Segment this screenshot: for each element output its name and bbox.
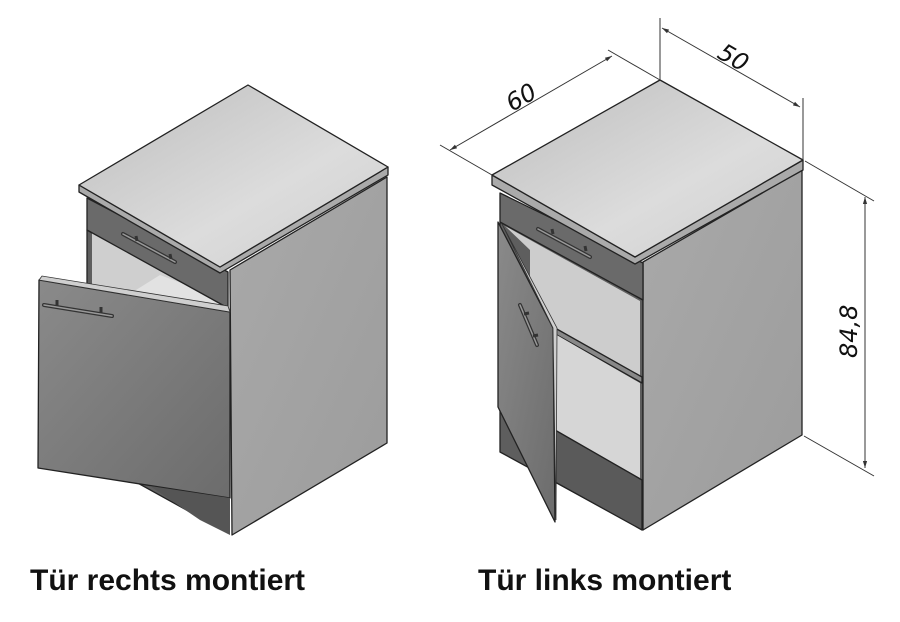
door-open-down [37, 279, 231, 499]
width-label: 60 [501, 78, 541, 118]
interior-upper [505, 226, 640, 376]
door-edge [501, 223, 558, 521]
drawer-handle-icon [121, 232, 177, 264]
cabinet-door-left-mounted: 60 50 84,8 [439, 18, 875, 531]
door-handle-icon [42, 300, 114, 318]
door-open-left [497, 221, 556, 523]
drawer-handle-icon [536, 227, 592, 259]
height-label: 84,8 [835, 305, 863, 358]
caption-left: Tür rechts montiert [30, 564, 305, 597]
door-top-edge [38, 275, 231, 313]
dimension-height: 84,8 [803, 160, 875, 477]
depth-label: 50 [713, 38, 753, 78]
door-lower-shadow [150, 486, 230, 535]
door-handle-icon [518, 303, 539, 347]
caption-right: Tür links montiert [478, 564, 731, 597]
right-side-panel [229, 176, 388, 536]
countertop [78, 84, 389, 268]
cabinet-door-right-mounted [37, 84, 389, 536]
